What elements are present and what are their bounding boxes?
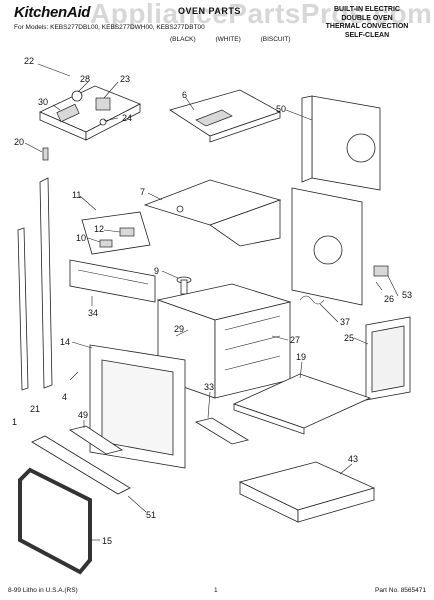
part-back-frame xyxy=(365,316,411,401)
description-line: DOUBLE OVEN xyxy=(341,14,393,22)
callout-14: 14 xyxy=(60,337,70,347)
callout-50: 50 xyxy=(276,104,286,114)
page-title: OVEN PARTS xyxy=(178,6,241,16)
part-clip xyxy=(42,147,49,161)
part-thermostat xyxy=(176,276,192,295)
part-drawer-tray xyxy=(238,461,376,523)
callout-30: 30 xyxy=(38,97,48,107)
footer-litho: 8-99 Litho in U.S.A.(RS) xyxy=(8,587,78,594)
callout-21: 21 xyxy=(30,404,40,414)
callout-24: 24 xyxy=(122,113,132,123)
callout-10: 10 xyxy=(76,233,86,243)
color-labels: (BLACK) (WHITE) (BISCUIT) xyxy=(170,36,309,43)
color-label-black: (BLACK) xyxy=(170,36,196,43)
callout-49: 49 xyxy=(78,410,88,420)
callout-19: 19 xyxy=(296,352,306,362)
callout-22: 22 xyxy=(24,56,34,66)
part-side-trim xyxy=(17,177,53,391)
callout-23: 23 xyxy=(120,74,130,84)
description-line: BUILT-IN ELECTRIC xyxy=(334,6,400,13)
description-line: SELF-CLEAN xyxy=(344,31,390,39)
page-number: 1 xyxy=(214,587,218,594)
callout-4: 4 xyxy=(62,392,67,402)
part-trim-strip xyxy=(194,417,250,445)
callout-43: 43 xyxy=(348,454,358,464)
part-lower-trim xyxy=(69,425,123,455)
part-screw xyxy=(69,371,79,381)
part-bottom-plate xyxy=(232,373,372,435)
footer-part-number: Part No. 8565471 xyxy=(375,587,426,594)
part-control-bracket xyxy=(39,85,141,141)
callout-53: 53 xyxy=(402,290,412,300)
callout-26: 26 xyxy=(384,294,394,304)
part-rear-frame xyxy=(291,187,389,306)
part-spring xyxy=(299,295,325,305)
callout-29: 29 xyxy=(174,324,184,334)
callout-12: 12 xyxy=(94,224,104,234)
part-side-panel xyxy=(301,95,381,191)
callout-51: 51 xyxy=(146,510,156,520)
callout-9: 9 xyxy=(154,266,159,276)
callout-11: 11 xyxy=(72,190,81,200)
color-label-biscuit: (BISCUIT) xyxy=(260,36,291,43)
brand-logo: KitchenAid xyxy=(14,4,91,21)
part-control-board xyxy=(81,211,151,255)
part-door-trim xyxy=(31,435,131,495)
part-control-fascia xyxy=(69,259,156,303)
callout-37: 37 xyxy=(340,317,350,327)
callout-34: 34 xyxy=(88,308,98,318)
color-label-white: (WHITE) xyxy=(215,36,241,43)
description-line: THERMAL CONVECTION xyxy=(325,23,409,30)
callout-27: 27 xyxy=(290,335,300,345)
part-front-frame xyxy=(89,344,186,469)
callout-33: 33 xyxy=(204,382,214,392)
callout-28: 28 xyxy=(80,74,90,84)
part-door-gasket xyxy=(18,467,92,575)
product-description: BUILT-IN ELECTRIC DOUBLE OVEN THERMAL CO… xyxy=(308,6,426,40)
callout-20: 20 xyxy=(14,137,24,147)
part-oven-cavity xyxy=(156,283,292,399)
callout-7: 7 xyxy=(140,187,145,197)
part-oven-top xyxy=(143,179,282,247)
callout-6: 6 xyxy=(182,90,187,100)
callout-15: 15 xyxy=(102,536,112,546)
callout-1: 1 xyxy=(12,417,17,427)
callout-25: 25 xyxy=(344,333,354,343)
model-line: For Models: KEBS277DBL00, KEBS277DWH00, … xyxy=(14,24,205,31)
part-top-insulation xyxy=(169,89,281,143)
